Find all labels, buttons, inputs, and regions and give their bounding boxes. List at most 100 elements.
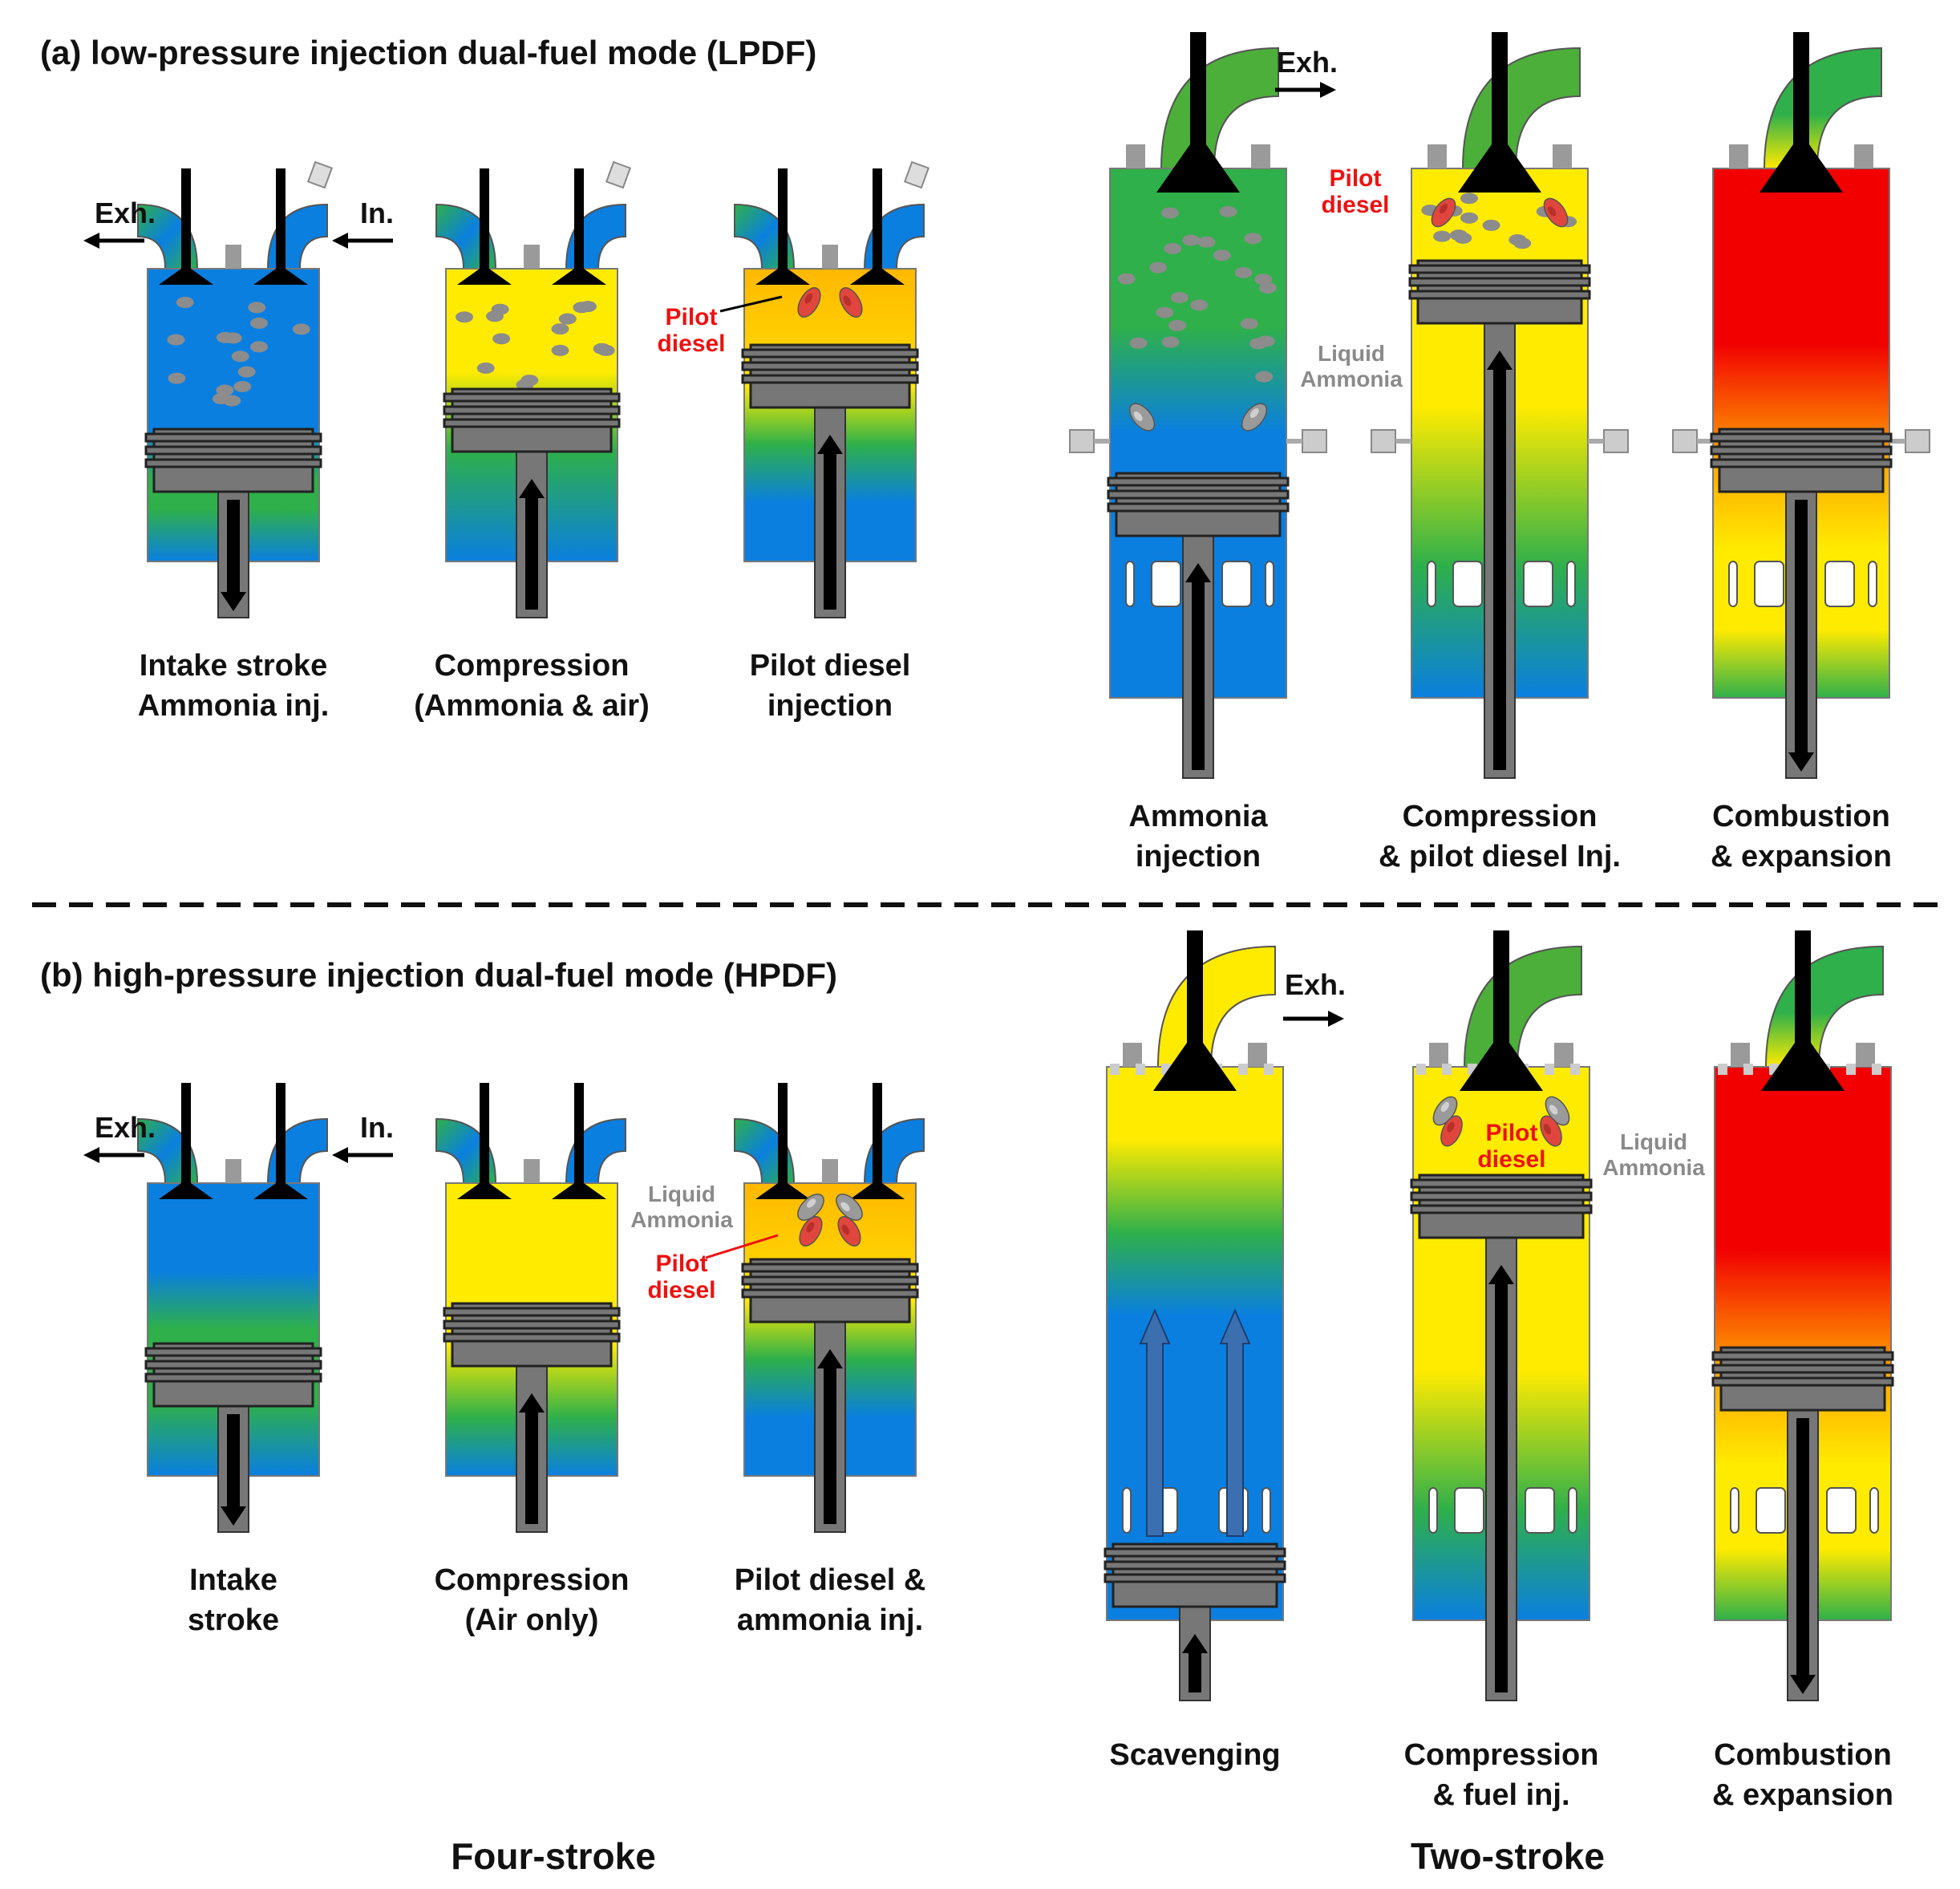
two-stroke-engine-a-3: Combustion& expansion xyxy=(1672,32,1930,874)
ammonia-droplet-icon xyxy=(491,303,509,315)
intake-valve-icon xyxy=(850,269,905,285)
piston-ring xyxy=(741,374,919,384)
crown-notch xyxy=(1718,1064,1727,1075)
fuel-injector-icon xyxy=(306,160,334,189)
arrow-icon-head xyxy=(332,233,348,249)
two-stroke-engine-b-3: Combustion& expansion xyxy=(1711,930,1894,1812)
crown-notch xyxy=(1264,1064,1274,1075)
ammonia-droplet-icon xyxy=(492,333,511,345)
liquid-label: Liquid xyxy=(648,1182,715,1206)
scavenge-port xyxy=(1525,1487,1555,1534)
arrow-icon xyxy=(1495,1283,1508,1692)
ammonia-droplet-icon xyxy=(233,380,252,392)
ammonia-droplet-icon xyxy=(516,379,534,391)
fuel-injector-icon xyxy=(1371,429,1396,453)
head-bump xyxy=(1856,1043,1875,1067)
piston-ring xyxy=(144,1347,322,1357)
flame-spray-icon xyxy=(1431,197,1456,228)
scavenge-port xyxy=(1125,561,1135,607)
scavenge-port xyxy=(1868,561,1877,607)
spray-core xyxy=(841,1224,850,1235)
ammonia-droplet-icon xyxy=(1255,371,1274,383)
intake-valve-icon-stem xyxy=(574,168,584,285)
crown-notch xyxy=(1442,1064,1452,1075)
scavenge-port xyxy=(1454,1487,1484,1534)
two-stroke-engine-a-2: Compression& pilot diesel Inj.Pilotdiese… xyxy=(1321,32,1629,874)
arrow-icon-head xyxy=(519,1393,545,1413)
exhaust-valve-icon-stem xyxy=(480,1083,489,1199)
spray-core xyxy=(1543,1124,1552,1135)
arrow-icon xyxy=(1795,500,1808,754)
piston-ring xyxy=(443,1307,621,1317)
four-stroke-engine-b-3: Pilot diesel &ammonia inj.LiquidAmmoniaP… xyxy=(630,1083,925,1637)
spray-core xyxy=(804,293,813,304)
flame-spray-icon xyxy=(1540,1115,1562,1147)
arrow-icon xyxy=(824,452,836,610)
scavenge-port xyxy=(1730,1487,1739,1534)
four-stroke-engine-a-2: Compression(Ammonia & air) xyxy=(414,160,650,723)
head-bump xyxy=(1126,144,1145,168)
ammonia-droplet-icon xyxy=(578,301,597,313)
crown-notch xyxy=(1570,1064,1580,1075)
spray-core xyxy=(1549,1105,1558,1115)
ammonia-droplet-icon xyxy=(1240,318,1258,330)
exhaust-valve-icon xyxy=(1156,144,1240,193)
crown-notch xyxy=(1110,1064,1120,1075)
head-bump xyxy=(1854,144,1873,168)
liquid-label: Liquid xyxy=(1318,341,1385,366)
ammonia-droplet-icon xyxy=(593,343,611,355)
stage-caption: Compression xyxy=(435,649,630,683)
spray-core xyxy=(806,1222,815,1233)
ammonia-droplet-icon xyxy=(1258,282,1277,294)
scavenge-port xyxy=(1452,561,1483,607)
ammonia-droplet-icon xyxy=(1460,193,1478,205)
diesel-label: diesel xyxy=(647,1277,715,1303)
scavenge-port xyxy=(1566,561,1576,607)
injector-nozzle xyxy=(1395,439,1411,444)
two-stroke-engine-b-2: Compression& fuel inj.PilotdieselLiquidA… xyxy=(1404,930,1705,1812)
ammonia-droplet-icon xyxy=(1508,234,1527,246)
stage-caption: Pilot diesel xyxy=(750,649,911,683)
piston-ring xyxy=(1710,458,1893,468)
ammonia-droplet-icon xyxy=(1182,234,1201,246)
head-bump xyxy=(1731,1043,1750,1067)
exhaust-valve-icon xyxy=(1761,1043,1845,1091)
exhaust-valve-icon-stem xyxy=(181,168,191,285)
fuel-injector-icon xyxy=(1672,429,1698,453)
center-injector xyxy=(225,1159,241,1183)
ammonia-droplet-icon xyxy=(1482,219,1500,231)
exhaust-valve-icon-stem xyxy=(778,168,788,285)
ammonia-droplet-icon xyxy=(249,341,268,353)
piston-ring xyxy=(443,1319,621,1330)
head-bump xyxy=(1429,1043,1448,1067)
piston-ring xyxy=(1410,1178,1593,1189)
arrow-icon-head xyxy=(1182,1634,1208,1653)
spray-icon xyxy=(1241,403,1268,432)
arrow-icon-head xyxy=(1185,563,1211,582)
crown-notch xyxy=(1743,1064,1753,1075)
arrow-icon xyxy=(227,500,240,594)
piston-ring xyxy=(1711,1351,1894,1361)
spray-icon xyxy=(836,1194,863,1221)
exhaust-valve-stem xyxy=(1793,32,1809,148)
exhaust-valve-icon xyxy=(159,1183,213,1199)
piston-ring xyxy=(1107,502,1290,513)
scavenge-port xyxy=(1754,561,1784,607)
head-bump xyxy=(1553,144,1572,168)
spray-core xyxy=(1249,408,1259,418)
piston-ring xyxy=(144,432,322,443)
section-a-title: (a) low-pressure injection dual-fuel mod… xyxy=(40,34,816,71)
fuel-injector-icon xyxy=(1905,429,1930,453)
ammonia-droplet-icon xyxy=(1161,336,1180,348)
intake-valve-icon-stem xyxy=(873,168,882,285)
ammonia-droplet-icon xyxy=(1149,261,1168,274)
arrow-icon-head xyxy=(519,479,545,498)
piston-ring xyxy=(1710,432,1893,443)
scavenge-port xyxy=(1428,1487,1438,1534)
ammonia-label: Ammonia xyxy=(1300,367,1403,391)
flame-spray-icon xyxy=(799,1216,823,1246)
exhaust-valve-icon-stem xyxy=(181,1083,191,1199)
